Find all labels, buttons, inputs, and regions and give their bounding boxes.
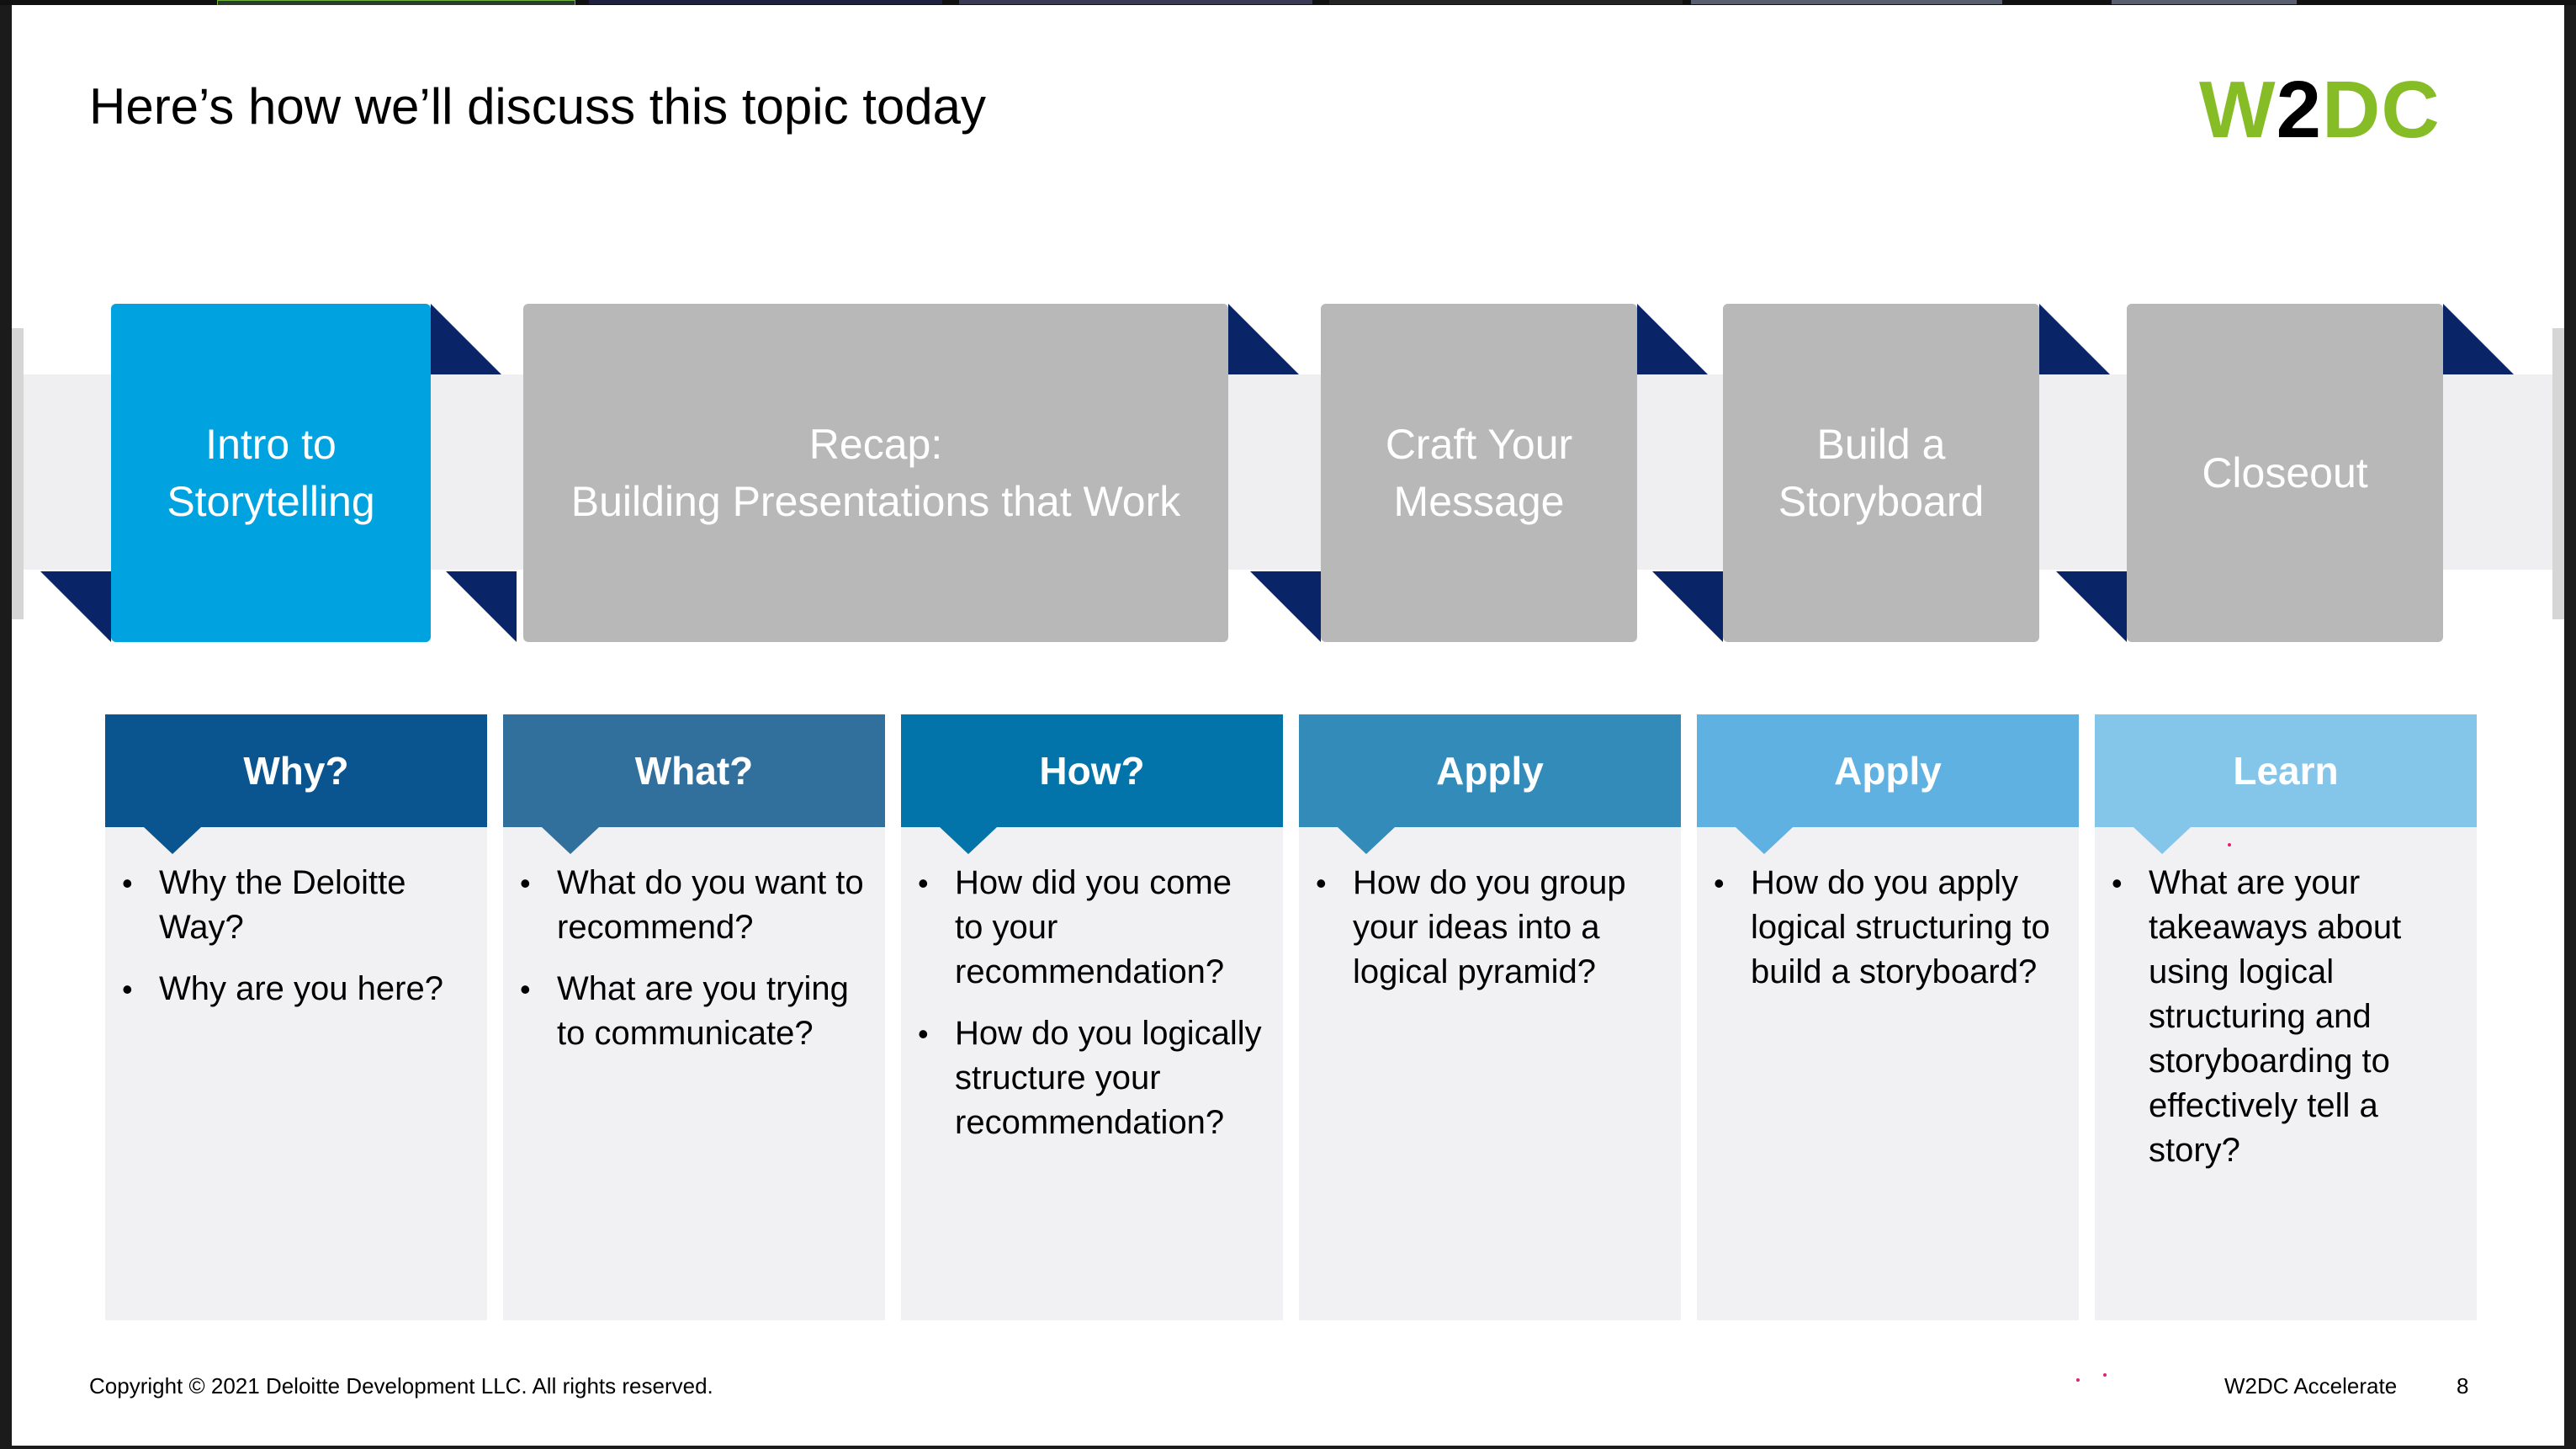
bullet-list: How do you group your ideas into a logic… [1299,827,1681,995]
stage-label: Closeout [2202,449,2368,496]
page-title: Here’s how we’ll discuss this topic toda… [89,78,987,135]
card-how: How? How did you come to your recommenda… [901,714,1283,1320]
w2dc-logo: W2DC [2199,64,2441,157]
list-item: How do you group your ideas into a logic… [1316,861,1664,995]
stage-label: Craft Your [1385,421,1573,468]
card-what: What? What do you want to recommend? Wha… [503,714,885,1320]
bullet-list: How do you apply logical structuring to … [1697,827,2079,995]
fold-corner [431,304,501,374]
stage-label: Message [1393,478,1565,525]
card-why: Why? Why the Deloitte Way? Why are you h… [105,714,487,1320]
bullet-list: What do you want to recommend? What are … [503,827,885,1056]
list-item: What are your takeaways about using logi… [2112,861,2460,1173]
bullet-list: Why the Deloitte Way? Why are you here? [105,827,487,1011]
card-apply-1: Apply How do you group your ideas into a… [1299,714,1681,1320]
logo-part: W [2199,65,2277,155]
list-item: What are you trying to communicate? [520,967,868,1056]
logo-part: 2 [2276,65,2322,155]
logo-part: DC [2322,65,2441,155]
card-apply-2: Apply How do you apply logical structuri… [1697,714,2079,1320]
stage-label: Building Presentations that Work [570,478,1181,525]
copyright-text: Copyright © 2021 Deloitte Development LL… [89,1373,713,1399]
list-item: How did you come to your recommendation? [918,861,1266,995]
scroll-edge [12,328,24,619]
card-learn: Learn What are your takeaways about usin… [2095,714,2477,1320]
card-heading: Why? [105,714,487,854]
list-item: Why are you here? [122,967,470,1011]
list-item: What do you want to recommend? [520,861,868,950]
stage-recap[interactable]: Recap: Building Presentations that Work [523,304,1228,642]
stage-closeout[interactable]: Closeout [2127,304,2443,642]
stray-mark [2228,843,2231,847]
bullet-list: What are your takeaways about using logi… [2095,827,2477,1173]
stage-label: Storyboard [1778,478,1985,525]
fold-corner [1228,304,1299,374]
card-heading: What? [503,714,885,854]
scroll-edge [2552,328,2564,619]
fold-corner [2039,304,2110,374]
footer-brand: W2DC Accelerate [2224,1373,2398,1399]
fold-corner [1652,571,1723,642]
stage-intro-to-storytelling[interactable]: Intro to Storytelling [111,304,431,642]
card-heading: How? [901,714,1283,854]
thumbnail[interactable] [1691,0,2002,4]
card-heading: Apply [1299,714,1681,854]
card-heading: Apply [1697,714,2079,854]
stage-label: Recap: [808,421,943,468]
page-number: 8 [2457,1373,2469,1399]
list-item: Why the Deloitte Way? [122,861,470,950]
stray-mark [2103,1373,2107,1377]
stage-label: Build a [1816,421,1946,468]
fold-corner [1250,571,1321,642]
thumbnail[interactable] [959,0,1312,4]
card-heading: Learn [2095,714,2477,854]
thumbnail[interactable] [589,0,942,4]
stage-label: Intro to [205,421,337,468]
list-item: How do you apply logical structuring to … [1714,861,2062,995]
stray-mark [2076,1378,2080,1382]
fold-corner [2056,571,2127,642]
fold-corner [1637,304,1708,374]
thumbnail[interactable] [1329,0,1683,4]
stage-label: Storytelling [167,478,375,525]
list-item: How do you logically structure your reco… [918,1011,1266,1145]
stage-build-a-storyboard[interactable]: Build a Storyboard [1723,304,2039,642]
bullet-list: How did you come to your recommendation?… [901,827,1283,1145]
fold-corner [40,571,111,642]
fold-corner [446,571,517,642]
thumbnail[interactable] [2112,0,2297,4]
fold-corner [2443,304,2514,374]
slide: Here’s how we’ll discuss this topic toda… [12,5,2564,1446]
